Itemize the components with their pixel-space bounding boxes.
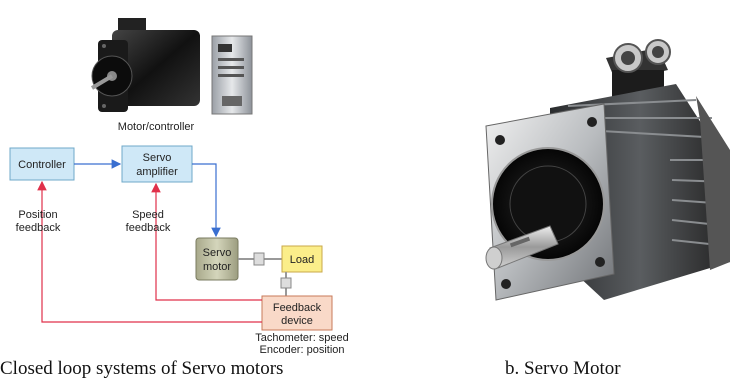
servo-motor-block: Servo motor	[195, 237, 239, 281]
servo-amplifier-label-1: Servo	[143, 152, 172, 164]
motor-shaft	[485, 225, 559, 270]
closed-loop-figure: Motor/controller Controller Servo amplif…	[0, 18, 349, 379]
servo-motor-photo	[485, 39, 730, 301]
servo-motor-label-2: motor	[203, 261, 231, 273]
controller-block: Controller	[9, 147, 75, 181]
servo-motor-figure: b. Servo Motor	[400, 0, 744, 382]
controller-photo	[211, 35, 253, 115]
speed-feedback-arrow	[151, 182, 262, 301]
speed-feedback-label-1: Speed	[132, 209, 164, 221]
load-label: Load	[290, 254, 314, 266]
servo-motor-label-1: Servo	[203, 247, 232, 259]
tachometer-note: Tachometer: speed	[255, 332, 349, 344]
position-feedback-label-2: feedback	[16, 222, 61, 234]
amplifier-to-motor-arrow	[192, 163, 221, 238]
speed-feedback-label-2: feedback	[126, 222, 171, 234]
encoder-note: Encoder: position	[260, 344, 345, 356]
position-feedback-label-1: Position	[18, 209, 57, 221]
motor-photo	[90, 18, 200, 112]
feedback-label-1: Feedback	[273, 302, 322, 314]
motor-load-coupling	[238, 252, 282, 266]
load-block: Load	[281, 245, 323, 273]
right-caption: b. Servo Motor	[505, 358, 621, 379]
feedback-device-block: Feedback device	[261, 295, 333, 331]
closed-loop-diagram: Motor/controller Controller Servo amplif…	[9, 18, 349, 356]
motor-feedback-coupling	[280, 272, 292, 296]
servo-amplifier-block: Servo amplifier	[121, 145, 193, 183]
front-flange	[485, 103, 615, 301]
controller-label: Controller	[18, 159, 66, 171]
feedback-label-2: device	[281, 315, 313, 327]
photo-caption: Motor/controller	[118, 121, 195, 133]
servo-amplifier-label-2: amplifier	[136, 166, 178, 178]
position-feedback-arrow	[37, 180, 262, 323]
left-caption: Closed loop systems of Servo motors	[0, 358, 284, 379]
